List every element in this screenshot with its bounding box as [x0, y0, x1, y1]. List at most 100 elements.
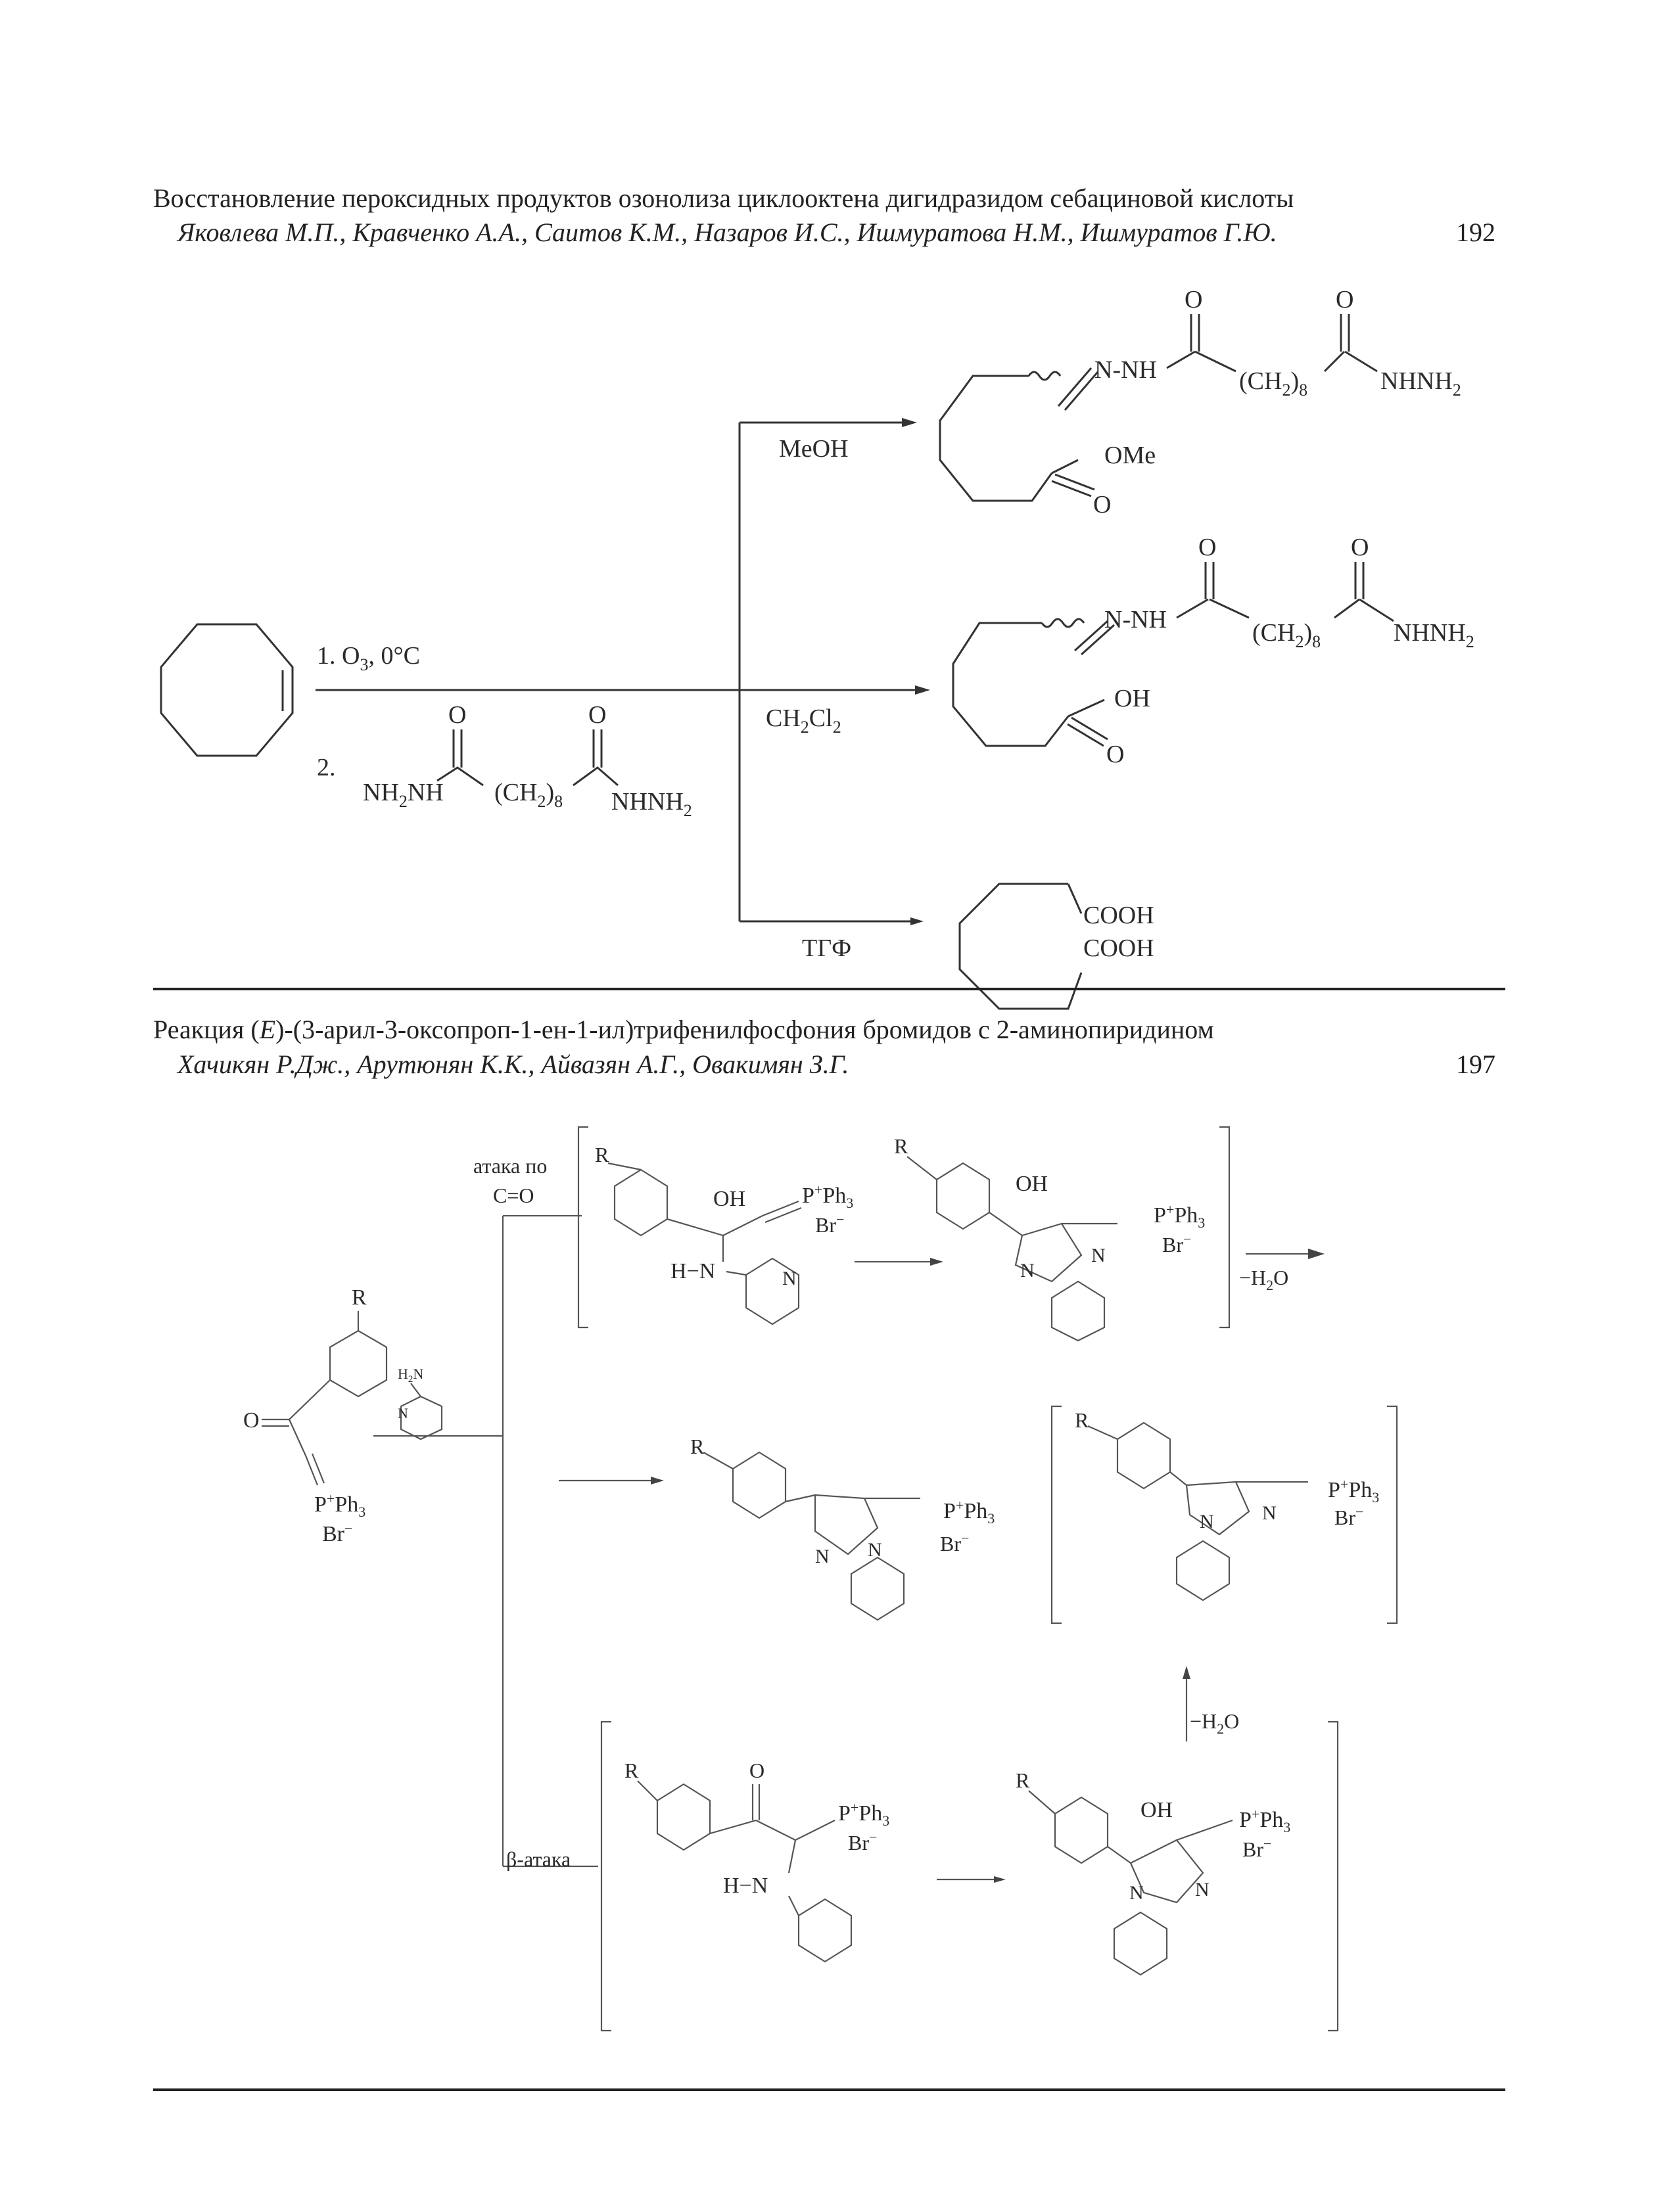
label-meoh: MeOH — [779, 435, 849, 463]
iso-br: Br− — [1334, 1504, 1363, 1529]
iso-r: R — [1075, 1408, 1089, 1432]
bottom-bracket-left — [600, 1720, 611, 2032]
prod-n1: N — [815, 1546, 830, 1567]
product1-ester-co2 — [1051, 480, 1092, 497]
middle-arrowhead — [651, 1477, 664, 1485]
sm-alkene-1 — [288, 1419, 307, 1456]
section1-authors: Яковлева М.П., Кравченко А.А., Саитов К.… — [177, 218, 1277, 247]
product2-ch2-8: (CH2)8 — [1252, 619, 1321, 651]
arrowhead-thf — [910, 917, 924, 925]
prod-c-ring — [785, 1494, 816, 1503]
label-thf: ТГФ — [802, 934, 851, 962]
sm-r: R — [352, 1285, 367, 1310]
product2-nnh: N-NH — [1104, 606, 1167, 634]
iso-pph3: P+Ph3 — [1328, 1476, 1379, 1506]
product1-nnh: N-NH — [1094, 356, 1157, 384]
product1-nhnh2: NHNH2 — [1380, 367, 1461, 400]
right-bracket-left — [1050, 1405, 1062, 1624]
product1-ch2-8: (CH2)8 — [1239, 367, 1307, 400]
product2-o2: O — [1351, 534, 1369, 561]
product2-co-to-nh — [1359, 598, 1394, 622]
bottom-arrowhead — [994, 1876, 1006, 1883]
int2-benzene — [935, 1162, 991, 1230]
iso-n2: N — [1262, 1502, 1277, 1524]
prod-r: R — [690, 1435, 705, 1458]
int3-ch-ch2 — [795, 1820, 835, 1841]
product3-top-bond — [1067, 883, 1083, 914]
top-bracket-left — [577, 1126, 588, 1329]
sm-benzene — [329, 1329, 388, 1398]
sm-alkene-2 — [304, 1455, 319, 1486]
int3-benzene — [656, 1783, 711, 1851]
int1-benzene — [613, 1168, 669, 1237]
dihydrazide-nh2nh: NH2NH — [363, 779, 444, 811]
product2-nhnh2: NHNH2 — [1394, 619, 1474, 651]
product1-o3: O — [1093, 491, 1111, 518]
int2-r-bond — [906, 1156, 937, 1180]
cyclooctene-ring — [160, 623, 294, 757]
int4-r-bond — [1028, 1790, 1056, 1814]
section1-page-number: 192 — [1456, 218, 1495, 247]
prod-imidazole — [814, 1494, 879, 1555]
int3-r: R — [624, 1759, 639, 1782]
bottom-bracket-right — [1328, 1720, 1339, 2032]
product1-to-ch2 — [1194, 350, 1236, 373]
step2-label: 2. — [317, 754, 336, 781]
section2-title-part-b: )-(3-арил-3-оксопроп-1-ен-1-ил)трифенилф… — [275, 1015, 1214, 1044]
top-arrowhead — [930, 1258, 943, 1266]
iso-n1: N — [1200, 1511, 1214, 1532]
product2-ch2-to-co — [1334, 598, 1360, 619]
up-arrow-label: −H2O — [1190, 1709, 1239, 1737]
up-arrowhead — [1183, 1666, 1190, 1679]
arrowhead-meoh — [902, 418, 917, 427]
int3-c-ring — [709, 1819, 757, 1835]
int1-br: Br− — [815, 1211, 844, 1237]
product3-chain — [958, 883, 1083, 1010]
int1-py-n: N — [782, 1268, 797, 1289]
scheme-ozonolysis: 1. O3, 0°C 2. O O NH2NH (CH2)8 NHNH2 MeO… — [160, 286, 1474, 1010]
prod-r-bond — [703, 1452, 734, 1469]
product2-wavy — [1041, 618, 1085, 628]
iso-imidazole — [1185, 1481, 1250, 1536]
product1-o1: O — [1185, 286, 1202, 313]
int1-oh: OH — [713, 1187, 745, 1211]
product2-o3: O — [1106, 741, 1124, 768]
dihydrazide-ch2-8: (CH2)8 — [494, 779, 563, 811]
product1-cn — [1057, 367, 1093, 407]
product2-cn — [1073, 620, 1109, 652]
int3-ch-n — [787, 1839, 797, 1874]
int1-n-py — [726, 1270, 747, 1276]
sm-alkene-2b — [311, 1453, 325, 1484]
prod-pph3: P+Ph3 — [943, 1497, 995, 1527]
int3-c-ch — [755, 1820, 796, 1841]
int4-pph3: P+Ph3 — [1239, 1806, 1290, 1835]
int1-hn: H−N — [670, 1259, 715, 1283]
int4-c-ring — [1107, 1846, 1131, 1864]
int4-pyridine — [1113, 1911, 1168, 1976]
product1-cn2 — [1064, 371, 1099, 411]
product2-acid-co — [1071, 716, 1108, 741]
int2-n1: N — [1020, 1260, 1035, 1281]
int2-pph3: P+Ph3 — [1154, 1201, 1205, 1231]
int4-br: Br− — [1242, 1835, 1271, 1861]
product2-oh: OH — [1114, 685, 1150, 712]
int3-pph3: P+Ph3 — [838, 1799, 889, 1829]
product2-acid-co2 — [1067, 723, 1104, 747]
product1-bond-nh — [1166, 350, 1196, 369]
product2-chain — [952, 622, 1070, 747]
product2-o1: O — [1198, 534, 1216, 561]
sm-to-co — [289, 1379, 331, 1420]
label-beta-attack: β-атака — [506, 1847, 571, 1871]
int3-hn: H−N — [723, 1874, 768, 1898]
dihydrazide-chain2 — [573, 766, 619, 787]
step1-label: 1. O3, 0°C — [317, 642, 420, 674]
int1-c-ring — [667, 1218, 724, 1237]
int4-r: R — [1016, 1768, 1030, 1792]
product2-acid-c — [1068, 699, 1105, 718]
product1-ome: OMe — [1104, 442, 1156, 469]
reagent-h2n: H2N — [398, 1366, 423, 1385]
int4-benzene — [1054, 1796, 1109, 1864]
int1-alkene2 — [764, 1207, 802, 1224]
product3-cooh1: COOH — [1083, 902, 1154, 929]
